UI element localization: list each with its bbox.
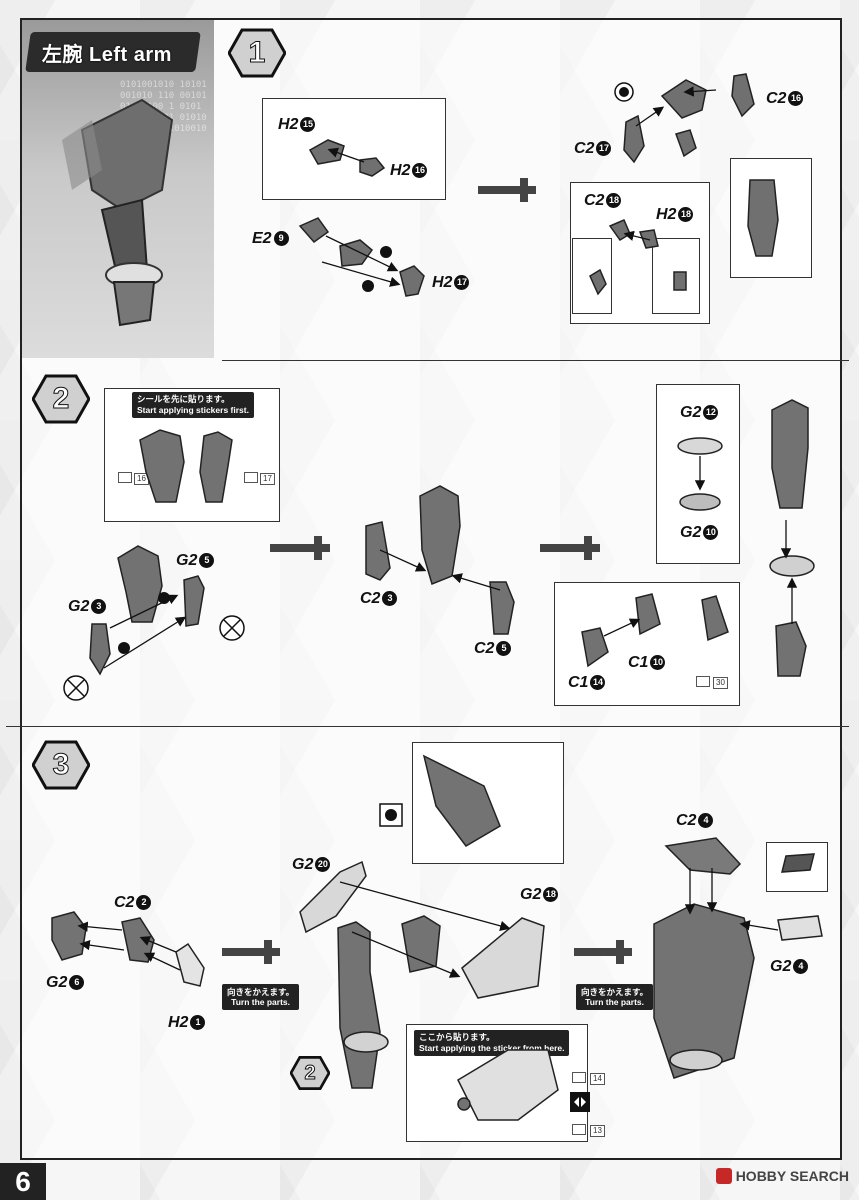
step-reference-number: 2 <box>304 1061 316 1084</box>
sticker-icon <box>572 1072 586 1083</box>
watermark: HOBBY SEARCH <box>715 1168 849 1184</box>
flow-arrow-icon <box>222 940 280 964</box>
divider-step1 <box>222 360 849 361</box>
subassembly-box-base <box>656 384 740 564</box>
sticker-first-note: シールを先に貼ります。 Start applying stickers firs… <box>132 392 254 418</box>
cut-marker-icon <box>63 615 245 701</box>
sticker-number-14: 14 <box>590 1073 605 1085</box>
step1-parts <box>298 73 779 297</box>
turn-parts-note-2: 向きをかえます。 Turn the parts. <box>576 984 654 1010</box>
step3-arrows <box>77 868 779 978</box>
order-icon <box>158 592 170 604</box>
watermark-text: HOBBY SEARCH <box>735 1168 849 1184</box>
step2-parts <box>89 399 815 677</box>
order-icon <box>118 642 130 654</box>
sticker-number-17: 17 <box>260 473 275 485</box>
step-badge-3: 3 <box>31 740 91 790</box>
sticker-icon <box>118 472 132 483</box>
step3-parts <box>51 754 823 1121</box>
flow-arrow-icon <box>574 940 632 964</box>
step-badge-1: 1 <box>227 28 287 78</box>
order-icon <box>362 280 374 292</box>
step-number: 2 <box>52 382 70 416</box>
step-reference-badge: 2 <box>289 1056 331 1090</box>
sticker-icon <box>244 472 258 483</box>
step1-arrows <box>321 86 717 287</box>
turn-parts-note-1: 向きをかえます。 Turn the parts. <box>222 984 300 1010</box>
flow-arrow-icon <box>478 178 536 202</box>
arm-illustration <box>62 98 174 327</box>
order-icon <box>380 246 392 258</box>
sticker-icon <box>696 676 710 687</box>
subassembly-box-h2 <box>262 98 446 200</box>
paint-icon <box>379 803 403 827</box>
apply-from-here-note: ここから貼ります。 Start applying the sticker fro… <box>414 1030 570 1056</box>
flip-icon <box>570 1092 590 1112</box>
hobby-search-logo-icon <box>715 1168 732 1184</box>
divider-step2 <box>6 726 849 727</box>
step2-arrows <box>103 456 798 669</box>
sticker-number-30: 30 <box>713 677 728 689</box>
step-number: 3 <box>52 748 70 782</box>
page-number: 6 <box>0 1163 46 1200</box>
flow-arrow-icon <box>270 536 330 560</box>
sticker-number-13: 13 <box>590 1125 605 1137</box>
flow-arrow-icon <box>540 536 600 560</box>
step-badge-2: 2 <box>31 374 91 424</box>
sticker-icon <box>572 1124 586 1135</box>
step-number: 1 <box>248 36 266 70</box>
